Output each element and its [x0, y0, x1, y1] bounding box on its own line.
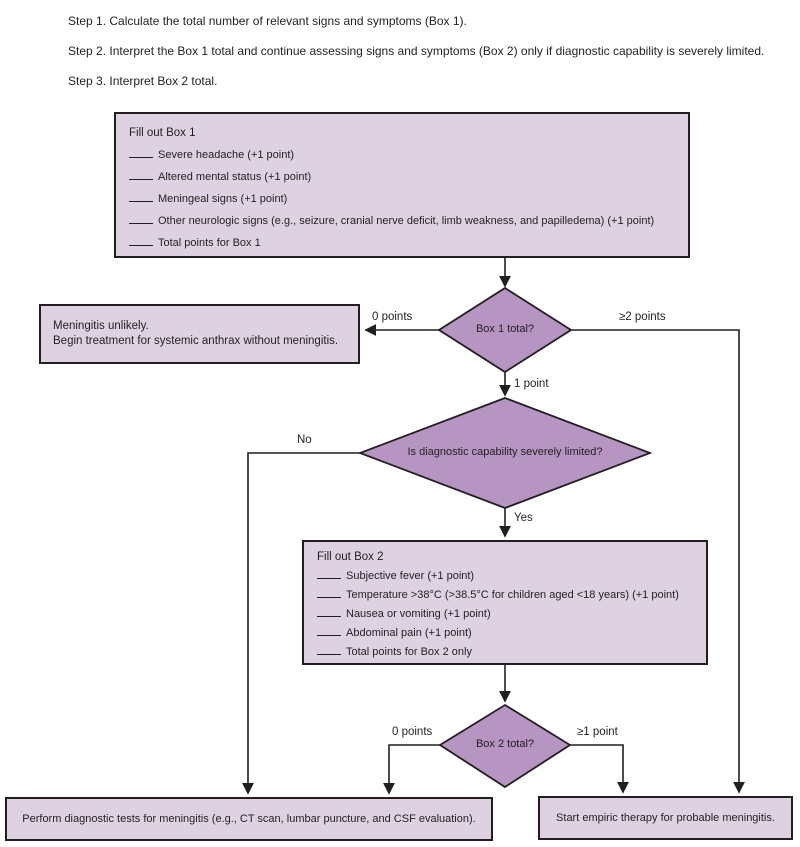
edge-label-d1-ge2-points: ≥2 points	[619, 311, 666, 323]
box2-item-label: Total points for Box 2 only	[346, 646, 472, 658]
fill-in-blank	[129, 170, 153, 180]
edge-label-d3-zero-points: 0 points	[392, 726, 433, 738]
box1-item-label: Total points for Box 1	[158, 237, 261, 249]
arrow-decision1-to-empiric-box	[571, 329, 745, 794]
box2-item: Subjective fever (+1 point)	[317, 567, 706, 586]
box2-title: Fill out Box 2	[317, 551, 384, 563]
diagnostic-tests-text: Perform diagnostic tests for meningitis …	[22, 813, 476, 825]
box1-item: Altered mental status (+1 point)	[129, 166, 688, 188]
outcome-box-diagnostic-tests: Perform diagnostic tests for meningitis …	[5, 797, 493, 841]
arrow-decision3-ge1-to-empiric-box	[570, 744, 629, 794]
box1-item-label: Severe headache (+1 point)	[158, 149, 295, 161]
box2-item: Temperature >38°C (>38.5°C for children …	[317, 586, 706, 605]
box1-item-label: Altered mental status (+1 point)	[158, 171, 312, 183]
arrow-decision3-zero-to-tests-box	[383, 744, 440, 795]
fill-in-blank	[317, 569, 341, 579]
fill-in-blank	[317, 645, 341, 655]
fill-in-blank	[317, 588, 341, 598]
box2-item: Abdominal pain (+1 point)	[317, 624, 706, 643]
box2-checklist: Fill out Box 2 Subjective fever (+1 poin…	[302, 540, 708, 665]
outcome-box-empiric-therapy: Start empiric therapy for probable menin…	[538, 796, 793, 840]
box2-item-label: Temperature >38°C (>38.5°C for children …	[346, 589, 679, 601]
decision-diamond-box1-total	[437, 286, 573, 374]
box1-item: Severe headache (+1 point)	[129, 144, 688, 166]
box1-item: Other neurologic signs (e.g., seizure, c…	[129, 210, 688, 232]
box2-item-label: Abdominal pain (+1 point)	[346, 627, 472, 639]
step-instructions: Step 1. Calculate the total number of re…	[68, 6, 764, 96]
edge-label-d1-zero-points: 0 points	[372, 311, 413, 323]
decision3-label: Box 2 total?	[475, 738, 535, 750]
arrow-decision2-no-to-tests-box	[242, 452, 360, 795]
step-3-text: Step 3. Interpret Box 2 total.	[68, 74, 218, 88]
meningitis-unlikely-line1: Meningitis unlikely.	[53, 320, 149, 332]
box1-item-label: Other neurologic signs (e.g., seizure, c…	[158, 215, 655, 227]
box1-item-label: Meningeal signs (+1 point)	[158, 193, 288, 205]
box1-checklist: Fill out Box 1 Severe headache (+1 point…	[114, 112, 690, 258]
box1-item: Total points for Box 1	[129, 232, 688, 254]
decision2-label: Is diagnostic capability severely limite…	[407, 446, 603, 458]
fill-in-blank	[317, 626, 341, 636]
box1-title: Fill out Box 1	[129, 127, 196, 139]
edge-label-d1-one-point: 1 point	[514, 378, 549, 390]
box2-item: Nausea or vomiting (+1 point)	[317, 605, 706, 624]
empiric-therapy-text: Start empiric therapy for probable menin…	[556, 812, 775, 824]
fill-in-blank	[317, 607, 341, 617]
edge-label-d2-no: No	[297, 434, 312, 446]
step-1-text: Step 1. Calculate the total number of re…	[68, 14, 467, 28]
decision-diamond-diagnostic-capability	[357, 397, 653, 509]
box1-item: Meningeal signs (+1 point)	[129, 188, 688, 210]
outcome-box-meningitis-unlikely: Meningitis unlikely. Begin treatment for…	[39, 304, 360, 364]
decision1-label: Box 1 total?	[475, 323, 535, 335]
box2-item: Total points for Box 2 only	[317, 643, 706, 662]
step-2-text: Step 2. Interpret the Box 1 total and co…	[68, 44, 765, 58]
meningitis-unlikely-line2: Begin treatment for systemic anthrax wit…	[53, 335, 339, 347]
fill-in-blank	[129, 148, 153, 158]
box2-item-label: Subjective fever (+1 point)	[346, 570, 475, 582]
fill-in-blank	[129, 214, 153, 224]
fill-in-blank	[129, 236, 153, 246]
box2-item-label: Nausea or vomiting (+1 point)	[346, 608, 491, 620]
fill-in-blank	[129, 192, 153, 202]
decision-diamond-box2-total	[438, 703, 572, 789]
edge-label-d2-yes: Yes	[514, 512, 533, 524]
edge-label-d3-ge1-point: ≥1 point	[577, 726, 618, 738]
